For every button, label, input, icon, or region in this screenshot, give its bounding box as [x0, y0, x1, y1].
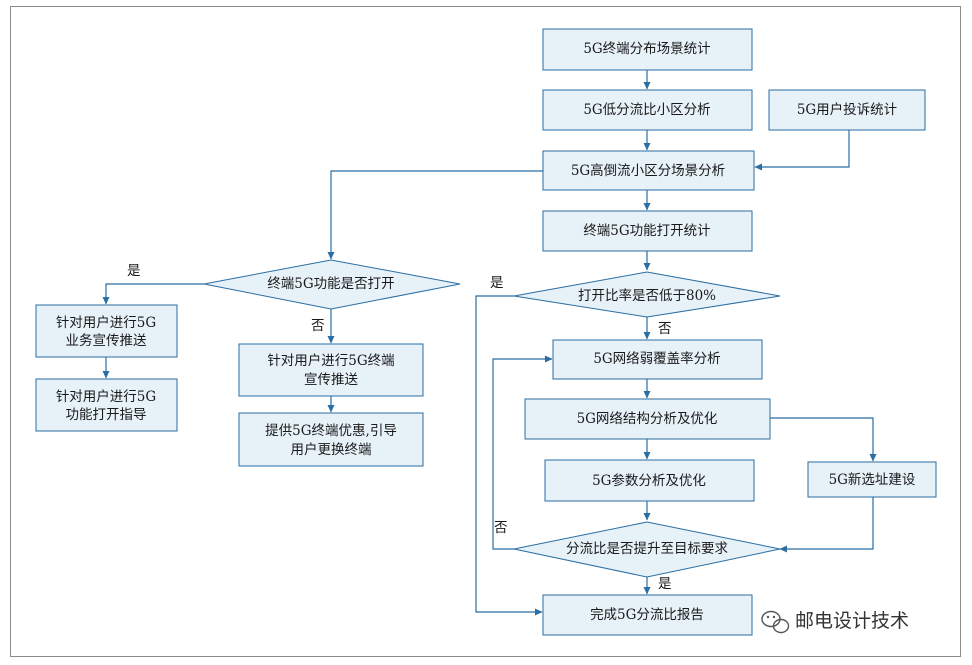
svg-text:终端5G功能打开统计: 终端5G功能打开统计 [583, 222, 710, 239]
svg-text:终端5G功能是否打开: 终端5G功能是否打开 [267, 275, 394, 292]
label-ratio-yes: 是 [658, 576, 672, 592]
decision-ratio-target: 分流比是否提升至目标要求 [513, 521, 781, 578]
decision-func-open: 终端5G功能是否打开 [203, 259, 461, 310]
node-parameter-optimization: 5G参数分析及优化 [544, 459, 755, 502]
node-weak-coverage-analysis: 5G网络弱覆盖率分析 [552, 339, 763, 380]
svg-text:完成5G分流比报告: 完成5G分流比报告 [590, 607, 704, 623]
watermark: 邮电设计技术 [761, 610, 909, 634]
watermark-text: 邮电设计技术 [795, 610, 909, 632]
label-func-yes: 是 [127, 263, 141, 279]
node-low-ratio-analysis: 5G低分流比小区分析 [542, 89, 753, 131]
svg-text:5G终端分布场景统计: 5G终端分布场景统计 [583, 41, 710, 57]
svg-text:5G高倒流小区分场景分析: 5G高倒流小区分场景分析 [571, 162, 725, 179]
svg-text:5G网络结构分析及优化: 5G网络结构分析及优化 [577, 411, 718, 427]
svg-text:提供5G终端优惠,引导: 提供5G终端优惠,引导 [265, 423, 397, 439]
node-high-backflow-analysis: 5G高倒流小区分场景分析 [542, 150, 755, 191]
svg-text:用户更换终端: 用户更换终端 [291, 441, 372, 458]
svg-text:5G参数分析及优化: 5G参数分析及优化 [592, 472, 706, 489]
svg-text:分流比是否提升至目标要求: 分流比是否提升至目标要求 [566, 541, 728, 557]
svg-text:5G新选址建设: 5G新选址建设 [829, 472, 916, 488]
label-rate-yes: 是 [490, 275, 504, 291]
edge-complaint-to-high [754, 130, 850, 171]
node-complaint-stats: 5G用户投诉统计 [768, 89, 926, 131]
node-promo-business: 针对用户进行5G 业务宣传推送 [35, 304, 178, 358]
node-promo-terminal: 针对用户进行5G终端 宣传推送 [238, 343, 424, 397]
node-dist-stats: 5G终端分布场景统计 [542, 28, 753, 71]
label-func-no: 否 [311, 318, 325, 334]
edge-qfunc-yes [102, 283, 204, 305]
svg-text:针对用户进行5G: 针对用户进行5G [56, 388, 156, 405]
node-func-open-stats: 终端5G功能打开统计 [542, 210, 753, 252]
svg-text:打开比率是否低于80%: 打开比率是否低于80% [578, 287, 716, 304]
svg-text:宣传推送: 宣传推送 [304, 372, 358, 388]
label-rate-no: 否 [658, 321, 672, 337]
edge-qrate-yes [475, 295, 543, 616]
svg-text:业务宣传推送: 业务宣传推送 [66, 333, 147, 349]
svg-text:功能打开指导: 功能打开指导 [66, 406, 147, 423]
diagram-frame [10, 6, 961, 657]
edge-newsite-to-qratio [779, 497, 874, 553]
edge-high-to-qfunc [327, 170, 543, 260]
svg-text:5G用户投诉统计: 5G用户投诉统计 [797, 101, 897, 118]
decision-open-rate-low: 打开比率是否低于80% [513, 271, 781, 318]
edges [102, 70, 877, 616]
svg-text:5G低分流比小区分析: 5G低分流比小区分析 [583, 102, 710, 118]
label-ratio-no: 否 [494, 520, 508, 536]
svg-text:5G网络弱覆盖率分析: 5G网络弱覆盖率分析 [593, 350, 720, 367]
svg-text:针对用户进行5G: 针对用户进行5G [56, 314, 156, 331]
node-final-report: 完成5G分流比报告 [542, 594, 753, 636]
edge-qratio-no-loop [492, 355, 553, 550]
node-terminal-offer: 提供5G终端优惠,引导 用户更换终端 [238, 412, 424, 467]
node-open-guide: 针对用户进行5G 功能打开指导 [35, 378, 178, 432]
wechat-icon [761, 610, 790, 634]
edge-struct-to-newsite [770, 417, 877, 462]
node-network-structure-optimization: 5G网络结构分析及优化 [524, 398, 771, 440]
svg-text:针对用户进行5G终端: 针对用户进行5G终端 [267, 352, 394, 369]
node-new-site-construction: 5G新选址建设 [807, 461, 937, 498]
